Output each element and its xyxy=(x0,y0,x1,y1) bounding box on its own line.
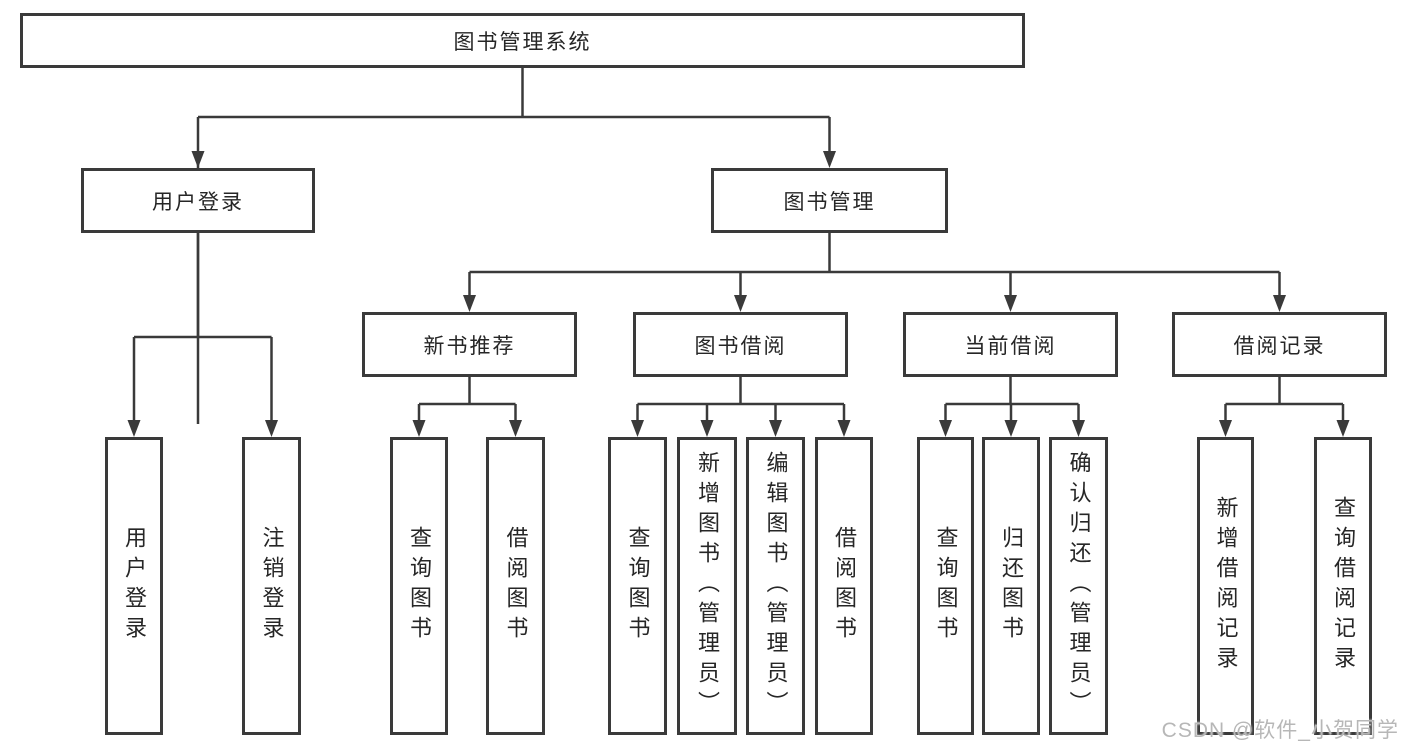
node-book-borrow-label: 图书借阅 xyxy=(694,334,787,358)
watermark: CSDN @软件_小贺同学 xyxy=(1161,719,1399,742)
node-book-borrow: 图书借阅 xyxy=(633,312,848,377)
node-book-management: 图书管理 xyxy=(711,168,948,233)
node-borrow-records-label: 借阅记录 xyxy=(1233,334,1326,358)
leaf-current-return-book-label: 归还图书 xyxy=(999,526,1024,646)
arrowhead-icon xyxy=(463,295,476,312)
arrowhead-icon xyxy=(1273,295,1286,312)
connector-recommend-to-leaves xyxy=(412,377,522,437)
arrowhead-icon xyxy=(823,151,836,168)
arrowhead-icon xyxy=(1336,420,1350,437)
arrowhead-icon xyxy=(412,420,426,437)
arrowhead-icon xyxy=(837,420,851,437)
arrowhead-icon xyxy=(127,420,141,437)
leaf-recommend-query-book: 查询图书 xyxy=(390,437,448,735)
leaf-recommend-borrow-book: 借阅图书 xyxy=(486,437,545,735)
connector-borrow-to-leaves xyxy=(631,377,851,437)
node-root-label: 图书管理系统 xyxy=(453,30,592,54)
leaf-user-login-label: 用户登录 xyxy=(122,526,147,646)
leaf-recommend-query-book-label: 查询图书 xyxy=(407,526,432,646)
leaf-current-return-book: 归还图书 xyxy=(982,437,1040,735)
arrowhead-icon xyxy=(1072,420,1085,437)
connector-current-to-leaves xyxy=(939,377,1085,437)
node-current-borrow: 当前借阅 xyxy=(903,312,1118,377)
leaf-borrow-borrow-book-label: 借阅图书 xyxy=(832,526,857,646)
arrowhead-icon xyxy=(1219,420,1232,437)
leaf-current-confirm-return-label: 确认归还（管理员） xyxy=(1066,451,1092,721)
arrowhead-icon xyxy=(769,420,782,437)
leaf-logout: 注销登录 xyxy=(242,437,301,735)
leaf-user-login: 用户登录 xyxy=(105,437,163,735)
leaf-borrow-edit-book: 编辑图书（管理员） xyxy=(746,437,805,735)
arrowhead-icon xyxy=(734,295,747,312)
leaf-records-add-record-label: 新增借阅记录 xyxy=(1213,496,1239,676)
leaf-borrow-add-book: 新增图书（管理员） xyxy=(677,437,737,735)
leaf-borrow-query-book-label: 查询图书 xyxy=(625,526,651,646)
leaf-borrow-query-book: 查询图书 xyxy=(608,437,667,735)
leaf-current-query-book-label: 查询图书 xyxy=(933,526,959,646)
leaf-current-query-book: 查询图书 xyxy=(917,437,974,735)
node-borrow-records: 借阅记录 xyxy=(1172,312,1387,377)
leaf-borrow-add-book-label: 新增图书（管理员） xyxy=(695,451,720,721)
arrowhead-icon xyxy=(1004,295,1017,312)
leaf-records-query-record-label: 查询借阅记录 xyxy=(1331,496,1356,676)
node-user-login: 用户登录 xyxy=(81,168,315,233)
node-user-login-label: 用户登录 xyxy=(152,190,244,214)
leaf-records-query-record: 查询借阅记录 xyxy=(1314,437,1372,735)
leaf-current-confirm-return: 确认归还（管理员） xyxy=(1049,437,1108,735)
arrowhead-icon xyxy=(509,420,522,437)
leaf-records-add-record: 新增借阅记录 xyxy=(1197,437,1254,735)
arrowhead-icon xyxy=(939,420,952,437)
arrowhead-icon xyxy=(191,151,205,168)
leaf-recommend-borrow-book-label: 借阅图书 xyxy=(503,526,529,646)
leaf-logout-label: 注销登录 xyxy=(259,526,285,646)
node-new-book-recommend-label: 新书推荐 xyxy=(423,334,516,358)
connector-bookmgmt-to-level3 xyxy=(463,233,1286,312)
node-current-borrow-label: 当前借阅 xyxy=(964,334,1057,358)
connector-userlogin-to-leaves xyxy=(127,233,278,437)
leaf-borrow-borrow-book: 借阅图书 xyxy=(815,437,873,735)
arrowhead-icon xyxy=(631,420,644,437)
leaf-borrow-edit-book-label: 编辑图书（管理员） xyxy=(763,451,789,721)
arrowhead-icon xyxy=(1004,420,1018,437)
node-book-management-label: 图书管理 xyxy=(783,190,876,214)
node-new-book-recommend: 新书推荐 xyxy=(362,312,577,377)
arrowhead-icon xyxy=(265,420,278,437)
arrowhead-icon xyxy=(700,420,714,437)
node-root: 图书管理系统 xyxy=(20,13,1025,68)
connector-records-to-leaves xyxy=(1219,377,1350,437)
